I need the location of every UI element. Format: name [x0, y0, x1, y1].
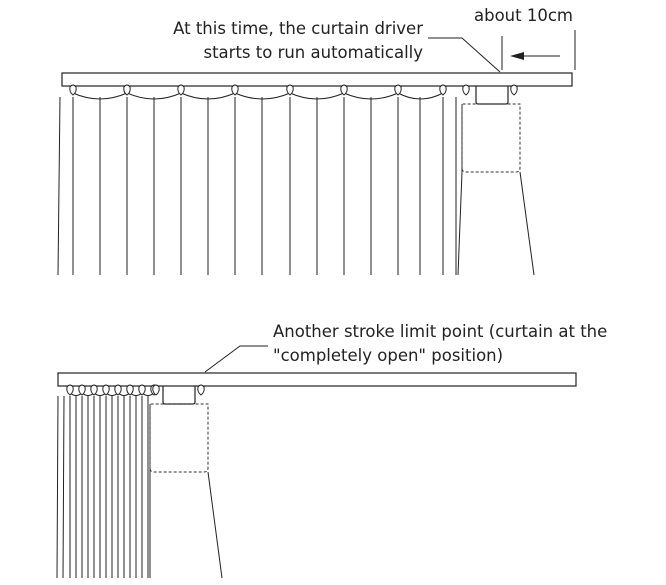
curtain-hook-icon — [138, 384, 146, 396]
top-curtain-fabric — [57, 84, 535, 276]
curtain-hook-icon — [69, 84, 77, 96]
curtain-hook-icon — [439, 84, 447, 96]
curtain-hook-icon — [394, 84, 402, 96]
curtain-pleat-line — [457, 171, 463, 276]
curtain-hook-icon — [177, 84, 185, 96]
top-callout-leader — [428, 37, 501, 73]
distance-label: about 10cm — [474, 6, 573, 25]
curtain-pleat-line — [62, 395, 65, 579]
curtain-hook-icon — [231, 84, 239, 96]
curtain-hook-icon — [123, 84, 131, 96]
bottom-curtain-fabric — [56, 384, 223, 579]
bottom-curtain-assembly — [56, 345, 577, 579]
curtain-pleat-line — [519, 171, 535, 276]
curtain-hook-icon — [197, 384, 205, 396]
curtain-hook-icon — [102, 384, 110, 396]
left-arrow-icon — [510, 52, 524, 60]
bottom-callout-line2: "completely open" position) — [273, 346, 504, 365]
curtain-hook-icon — [152, 384, 160, 396]
curtain-hook-icon — [286, 84, 294, 96]
curtain-hook-icon — [90, 384, 98, 396]
bottom-callout-leader — [204, 345, 268, 373]
curtain-pleat-line — [207, 471, 223, 579]
curtain-hook-icon — [78, 384, 86, 396]
curtain-hook-icon — [462, 84, 470, 96]
top-callout-line2: starts to run automatically — [203, 43, 423, 62]
curtain-hook-icon — [126, 384, 134, 396]
top-curtain-assembly — [57, 30, 576, 276]
curtain-hook-icon — [114, 384, 122, 396]
bottom-curtain-rail — [57, 372, 577, 387]
bottom-curtain-driver — [149, 386, 209, 473]
distance-dimension — [501, 30, 576, 70]
bottom-callout-line1: Another stroke limit point (curtain at t… — [273, 322, 608, 341]
curtain-pleat-line — [57, 96, 61, 276]
curtain-hook-icon — [510, 84, 518, 96]
top-callout-line1: At this time, the curtain driver — [173, 19, 423, 38]
curtain-hook-icon — [66, 384, 74, 396]
top-curtain-rail — [61, 72, 573, 87]
curtain-hook-icon — [340, 84, 348, 96]
curtain-pleat-line — [56, 395, 59, 579]
top-curtain-driver — [461, 86, 521, 173]
